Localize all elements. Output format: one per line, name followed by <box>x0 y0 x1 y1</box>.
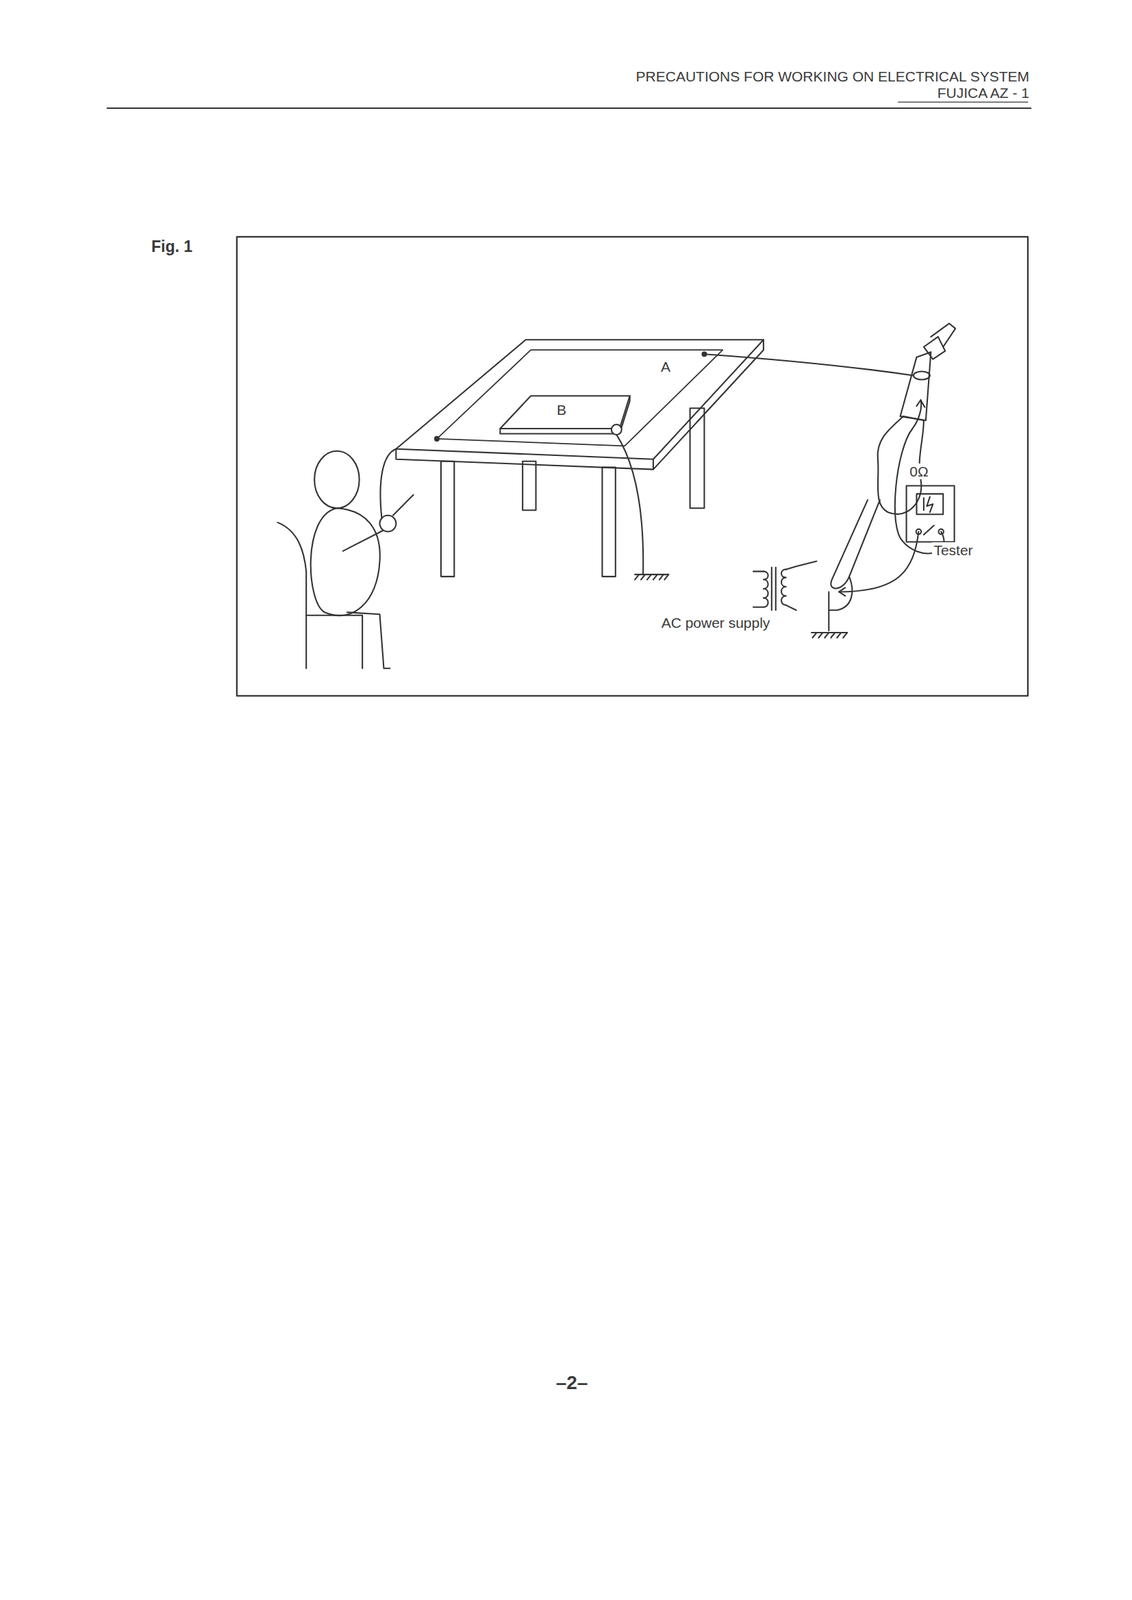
meter-reading: 0Ω <box>908 463 930 480</box>
transformer-symbol <box>753 561 817 611</box>
work-table <box>395 339 764 577</box>
page-number: –2– <box>556 1373 589 1395</box>
ground-symbol <box>634 574 669 580</box>
header-rule <box>107 107 1032 109</box>
soldering-iron <box>828 323 956 631</box>
probe-lead-2 <box>838 532 919 593</box>
header-title: PRECAUTIONS FOR WORKING ON ELECTRICAL SY… <box>636 68 1030 85</box>
operator <box>277 451 413 669</box>
part-label: A <box>659 358 672 375</box>
power-label: AC power supply <box>660 614 772 631</box>
figure-frame <box>236 236 1028 697</box>
part-label: B <box>555 401 568 418</box>
wrist-strap-cord <box>380 449 396 519</box>
probe-lead <box>895 399 945 554</box>
ground-symbol-2 <box>811 632 848 638</box>
instrument-label: Tester <box>932 542 974 559</box>
ground-wire <box>616 434 644 575</box>
conductive-plate <box>499 395 630 434</box>
mat-wire <box>703 354 914 376</box>
header-model: FUJICA AZ - 1 <box>937 84 1030 101</box>
figure-number: Fig. 1 <box>151 238 193 256</box>
tester <box>906 485 955 542</box>
